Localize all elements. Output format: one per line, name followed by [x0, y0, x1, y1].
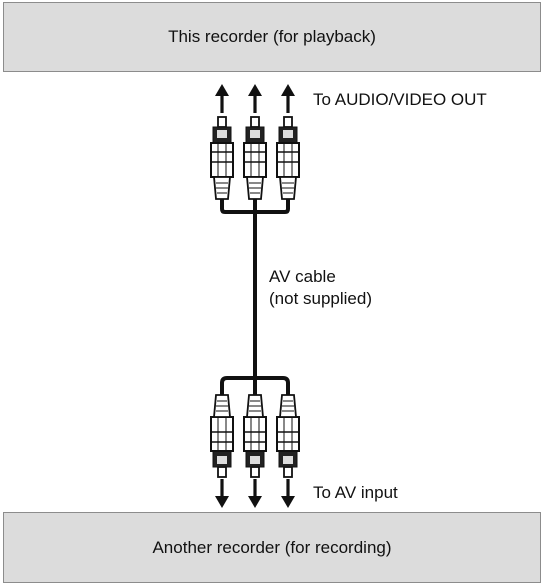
av-cable-label: AV cable (not supplied) — [269, 267, 373, 308]
bottom-audio-right-plug — [276, 394, 300, 478]
playback-recorder-box: This recorder (for playback) — [3, 2, 541, 72]
av-input-label: To AV input — [313, 483, 398, 502]
arrow-up-icon — [215, 84, 229, 113]
top-audio-left-plug — [243, 116, 267, 200]
arrow-up-icon — [281, 84, 295, 113]
arrow-down-icon — [281, 479, 295, 508]
top-video-plug — [210, 116, 234, 200]
recording-recorder-box: Another recorder (for recording) — [3, 512, 541, 583]
arrow-down-icon — [215, 479, 229, 508]
bottom-video-plug — [210, 394, 234, 478]
top-audio-right-plug — [276, 116, 300, 200]
bottom-audio-left-plug — [243, 394, 267, 478]
arrow-down-icon — [248, 479, 262, 508]
playback-recorder-label: This recorder (for playback) — [168, 27, 376, 46]
arrow-up-icon — [248, 84, 262, 113]
audio-video-out-label: To AUDIO/VIDEO OUT — [313, 90, 487, 109]
recording-recorder-label: Another recorder (for recording) — [152, 537, 392, 557]
